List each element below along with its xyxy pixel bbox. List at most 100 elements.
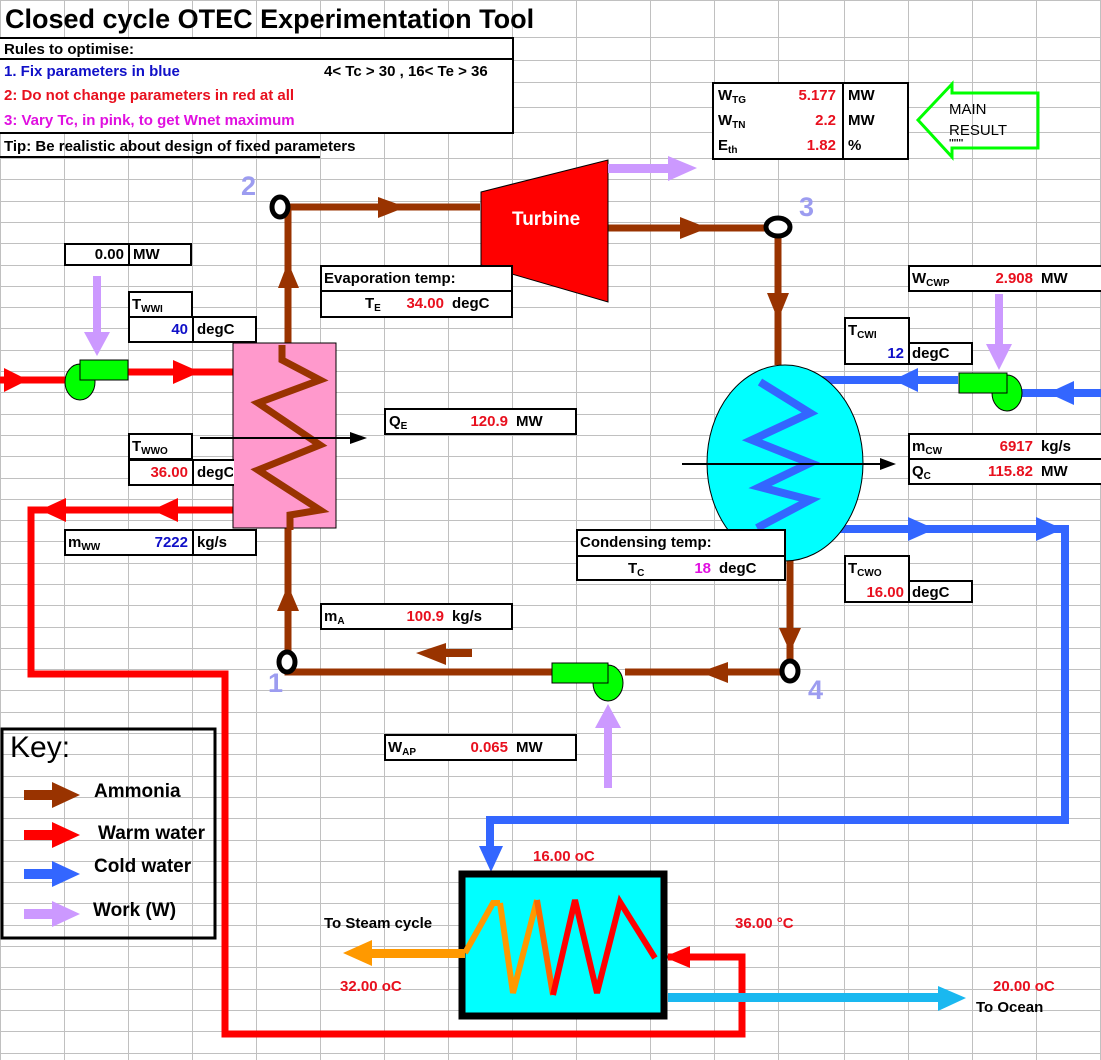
to-ocean-label: To Ocean: [976, 999, 1044, 1016]
warm-pump-work-unit: MW: [133, 246, 160, 263]
wtn-unit: MW: [848, 112, 875, 129]
ma-label: mA: [324, 608, 345, 627]
eth-label: Eth: [718, 137, 738, 156]
tcwi-unit: degC: [912, 345, 950, 362]
node-1-marker: [276, 649, 298, 675]
divider: [192, 459, 194, 486]
te-value: 34.00: [406, 295, 444, 312]
evaporator-heat-arrow: [200, 432, 367, 444]
warm-pump-work-arrow: [84, 276, 110, 356]
state-nodes: [269, 194, 801, 684]
qe-unit: MW: [516, 413, 543, 430]
mww-value: 7222: [154, 534, 188, 551]
wap-value: 0.065: [470, 739, 508, 756]
hx-cold-in-temp: 16.00 oC: [533, 848, 595, 865]
rule-constraint: 4< Tc > 30 , 16< Te > 36: [324, 63, 488, 80]
warm-pump-work-value: 0.00: [94, 246, 124, 263]
twwo-label: TWWO: [132, 438, 168, 457]
steam-temp: 32.00 oC: [340, 978, 402, 995]
divider: [192, 316, 194, 343]
twwo-value: 36.00: [150, 464, 188, 481]
to-steam-cycle-label: To Steam cycle: [324, 915, 433, 932]
node-4-label: 4: [808, 675, 824, 705]
node-2-marker: [269, 194, 291, 220]
tcwi-label-box: [844, 317, 910, 365]
ammonia-key-arrow: [52, 782, 80, 808]
evaporator: [232, 342, 337, 530]
mww-label: mWW: [68, 534, 101, 553]
node-3-marker: [763, 215, 793, 239]
turbine-work-arrow: [608, 156, 697, 181]
ammonia-arrow: [278, 262, 299, 288]
key-box: [0, 727, 217, 940]
wtg-unit: MW: [848, 87, 875, 104]
divider: [320, 290, 513, 292]
main-result-arrow: [915, 80, 1040, 161]
mcw-value: 6917: [999, 438, 1033, 455]
ocean-temp: 20.00 oC: [993, 978, 1055, 995]
cold-water-pump: [958, 372, 1023, 412]
qe-value: 120.9: [470, 413, 508, 430]
main-result-table: [712, 82, 909, 160]
tc-value: 18: [694, 560, 711, 577]
cold-water-key-arrow-shaft: [24, 869, 52, 879]
twwo-value-box: [128, 459, 234, 486]
divider: [192, 529, 194, 556]
turbine-label: Turbine: [512, 209, 581, 230]
cold-pump-work-arrow: [986, 294, 1012, 370]
qe-label: QE: [389, 413, 408, 432]
steam-heat-exchanger: [458, 870, 668, 1020]
tc-label: TC: [628, 560, 645, 579]
te-unit: degC: [452, 295, 490, 312]
key-label-warm-water: Warm water: [98, 824, 205, 843]
ammonia-arrows: [277, 197, 801, 683]
warm-water-pump: [64, 359, 129, 401]
ammonia-pump-work-arrow: [595, 704, 621, 788]
divider: [128, 243, 130, 266]
tcwo-unit: degC: [912, 584, 950, 601]
tcwi-unit-box: [908, 342, 973, 365]
twwi-label: TWWI: [132, 296, 163, 315]
rules-box: [0, 37, 514, 134]
key-label-work: Work (W): [93, 900, 177, 921]
key-arrows: [24, 782, 80, 927]
main-result-label: MAIN RESULT: [949, 101, 1008, 139]
tcwi-label: TCWI: [848, 322, 877, 341]
node-3-label: 3: [799, 192, 815, 222]
ammonia-arrow: [779, 628, 801, 652]
main-result-dots: '''''': [949, 138, 964, 149]
hx-warm-in-temp: 36.00 °C: [735, 915, 794, 932]
warm-water-key-arrow-shaft: [24, 830, 52, 840]
divider: [908, 458, 1101, 460]
mcw-label: mCW: [912, 438, 943, 457]
rule-do-not-change-red: 2: Do not change parameters in red at al…: [4, 87, 295, 104]
wcwp-box: [908, 265, 1101, 292]
wtn-label: WTN: [718, 112, 746, 131]
wcwp-label: WCWP: [912, 270, 950, 289]
qc-label: QC: [912, 463, 931, 482]
node-4-marker: [779, 658, 801, 684]
key-label-cold-water: Cold water: [94, 856, 192, 877]
warm-water-key-arrow: [52, 822, 80, 848]
ammonia-direction-arrow: [416, 643, 446, 665]
ocean-outlet-arrow: [668, 986, 966, 1011]
qe-box: [384, 408, 577, 435]
ammonia-arrow: [680, 217, 708, 239]
tcwo-unit-box: [908, 580, 973, 603]
tc-unit: degC: [719, 560, 757, 577]
wap-unit: MW: [516, 739, 543, 756]
rule-vary-tc: 3: Vary Tc, in pink, to get Wnet maximum: [4, 112, 295, 129]
twwo-unit: degC: [197, 465, 233, 480]
eth-unit: %: [848, 137, 862, 154]
mww-unit: kg/s: [197, 534, 228, 551]
wtn-value: 2.2: [815, 112, 836, 129]
page-title: Closed cycle OTEC Experimentation Tool: [5, 4, 535, 34]
tcwo-label: TCWO: [848, 560, 882, 579]
divider: [842, 82, 844, 160]
ammonia-arrow: [378, 197, 406, 218]
tip-text: Tip: Be realistic about design of fixed …: [4, 138, 356, 155]
ammonia-arrow: [277, 585, 299, 611]
rule-fix-blue: 1. Fix parameters in blue: [4, 63, 180, 80]
ma-unit: kg/s: [452, 608, 483, 625]
